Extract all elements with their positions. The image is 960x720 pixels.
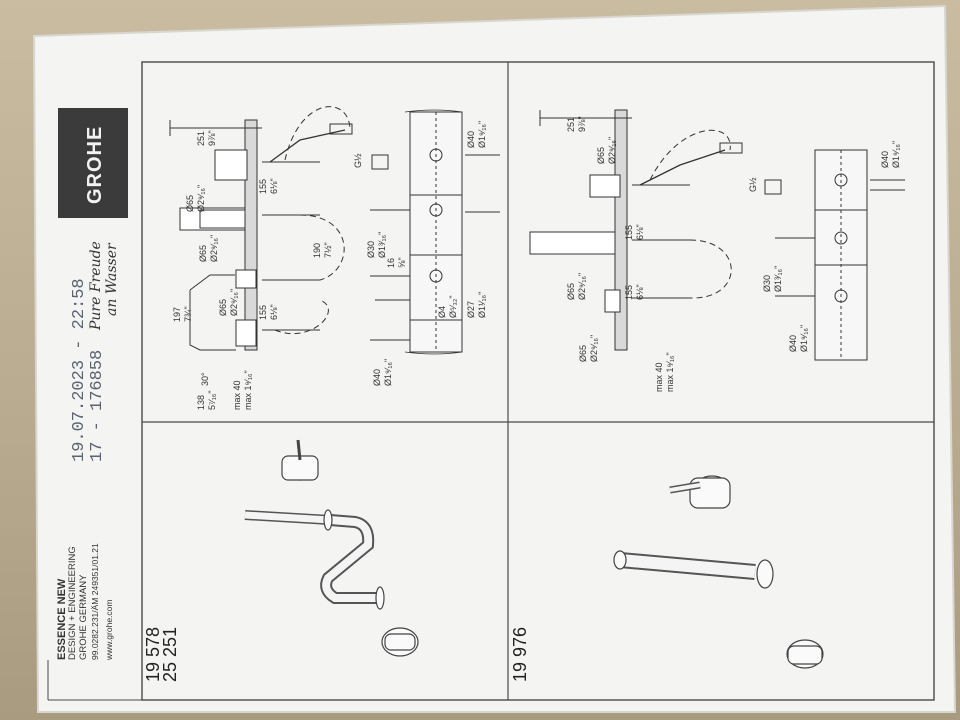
logo-text: GROHE (84, 125, 106, 204)
stamp-date: 19.07.2023 - 22:58 (70, 278, 89, 462)
dim-label: 251 (196, 130, 206, 146)
doc-number: 99.0282.231/ÄM 249351/01.21 (90, 543, 100, 660)
stamp-code: 17 - 176858 (88, 349, 107, 462)
dim-label: G½ (353, 153, 363, 168)
dim-label: 6⅛" (269, 178, 279, 194)
dim-label: Ø2⁹⁄₁₆" (577, 272, 587, 300)
article-number-top-2: 25 251 (160, 626, 180, 682)
dim-label: Ø2⁹⁄₁₆" (589, 334, 599, 362)
product-line-3: GROHE GERMANY (78, 574, 89, 660)
dim-label: Ø4 (437, 305, 447, 318)
dim-label: Ø65 (566, 282, 576, 300)
dim-label: 138 (196, 394, 206, 410)
dim-label: Ø2⁹⁄₁₆" (607, 136, 617, 164)
dim-label: Ø⁵⁄₃₂" (448, 295, 458, 318)
dim-label: Ø40 (880, 150, 890, 168)
dim-label: Ø65 (218, 298, 228, 316)
tagline-2: an Wasser (104, 243, 120, 316)
dim-label: Ø1¹⁄₁₆" (477, 291, 487, 318)
dim-label: 6⅛" (635, 284, 645, 300)
dim-label: Ø1⁹⁄₁₆" (799, 324, 809, 352)
dim-label: G½ (748, 177, 758, 192)
dim-label: 155 (624, 284, 634, 300)
dim-label: Ø2⁹⁄₁₆" (196, 184, 206, 212)
dim-label: Ø65 (185, 194, 195, 212)
technical-drawing-top (169, 106, 500, 355)
product-line-2: DESIGN + ENGINEERING (67, 546, 78, 660)
paper-sheet (34, 6, 955, 712)
dim-label: Ø1⁹⁄₁₆" (891, 140, 901, 168)
dim-label: 5⁷⁄₁₆" (207, 390, 217, 410)
dim-label: Ø30 (762, 274, 772, 292)
article-number-bottom: 19 976 (510, 626, 530, 682)
dim-label: 155 (624, 224, 634, 240)
dim-label: 155 (258, 178, 268, 194)
dim-label: Ø65 (578, 344, 588, 362)
dim-label: 155 (258, 304, 268, 320)
dim-label: 251 (566, 116, 576, 132)
dim-label: Ø2⁹⁄₁₆" (209, 234, 219, 262)
dim-label: Ø1⁹⁄₁₆" (383, 358, 393, 386)
dim-label: Ø40 (788, 334, 798, 352)
dim-label: ⅝" (397, 257, 407, 268)
technical-drawing-bottom (529, 109, 905, 361)
dim-label: max 1⁹⁄₁₆" (243, 370, 253, 410)
dim-label: 30° (200, 372, 210, 386)
dim-label: Ø27 (466, 300, 476, 318)
dim-label: Ø2⁹⁄₁₆" (229, 288, 239, 316)
dim-label: max 1⁹⁄₁₆" (665, 352, 675, 392)
dim-label: 6⅛" (269, 304, 279, 320)
tagline-1: Pure Freude (88, 241, 104, 330)
grohe-logo: GROHE (58, 108, 128, 218)
dim-label: Ø65 (198, 244, 208, 262)
dim-label: 197 (172, 306, 182, 322)
product-illustration-top (244, 439, 419, 657)
dim-label: Ø40 (372, 368, 382, 386)
dim-label: 9⅞" (207, 130, 217, 146)
drawing-frame (141, 61, 935, 701)
dim-label: 190 (312, 242, 322, 258)
dim-label: Ø40 (466, 130, 476, 148)
dim-label: 16 (386, 257, 396, 268)
dim-label: Ø1³⁄₁₆" (773, 265, 783, 292)
dim-label: Ø1³⁄₁₆" (377, 231, 387, 258)
dim-label: max 40 (654, 362, 664, 392)
dim-label: 9⅞" (577, 116, 587, 132)
dim-label: Ø65 (596, 146, 606, 164)
dim-label: 7½" (323, 242, 333, 258)
dim-label: 6⅛" (635, 224, 645, 240)
dim-label: Ø30 (366, 240, 376, 258)
dim-label: max 40 (232, 380, 242, 410)
website: www.grohe.com (104, 599, 114, 660)
product-illustration-bottom (613, 475, 824, 669)
dim-label: Ø1⁹⁄₁₆" (477, 120, 487, 148)
dim-label: 7¾" (183, 306, 193, 322)
